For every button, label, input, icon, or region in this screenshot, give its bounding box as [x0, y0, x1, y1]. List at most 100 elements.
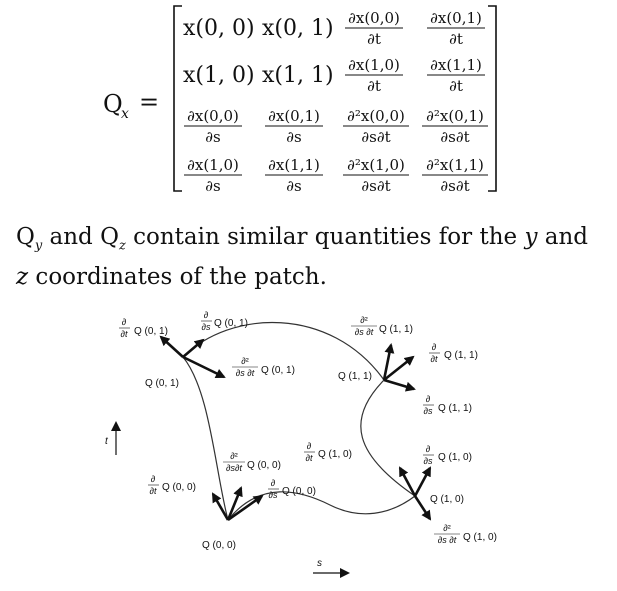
- vector-dt-q01: [159, 335, 184, 358]
- label-dsdt-q11-text: Q (1, 1): [379, 324, 413, 335]
- vector-dt-q11: [383, 355, 415, 382]
- s-axis-label: s: [317, 558, 322, 569]
- label-ds-q00-text: Q (0, 0): [282, 486, 316, 497]
- label-dsdt-q00-num: ∂²: [230, 451, 237, 461]
- cell-r1c4-den: ∂t: [449, 30, 463, 48]
- cell-r2c1: x(1, 0): [183, 63, 255, 88]
- label-dt-q10: ∂ ∂t Q (1, 0): [304, 441, 352, 463]
- vector-dt-q00: [211, 492, 230, 521]
- label-ds-q01-den: ∂s: [202, 322, 211, 332]
- label-dsdt-q01: ∂² ∂s ∂t Q (0, 1): [232, 356, 295, 378]
- cell-r1c4-num: ∂x(0,1): [430, 9, 482, 27]
- left-bracket: [173, 5, 182, 192]
- var-z: z: [16, 263, 29, 290]
- vector-ds-q00: [227, 494, 264, 522]
- and-text-2: and: [537, 224, 588, 250]
- label-ds-q01-text: Q (0, 1): [214, 318, 248, 329]
- var-y: y: [524, 224, 538, 250]
- label-dsdt-q10-den: ∂s ∂t: [438, 535, 457, 545]
- label-ds-q01-num: ∂: [204, 310, 209, 320]
- label-q00: Q (0, 0): [202, 540, 236, 551]
- label-dt-q01-text: Q (0, 1): [134, 326, 168, 337]
- vector-ds-q11: [383, 378, 416, 392]
- cell-r3c1-den: ∂s: [205, 128, 220, 146]
- cell-r4c2-num: ∂x(1,1): [268, 156, 320, 174]
- cell-r4c3: ∂²x(1,0) ∂s∂t: [343, 156, 409, 195]
- label-dsdt-q10-text: Q (1, 0): [463, 532, 497, 543]
- label-dt-q01-num: ∂: [122, 317, 127, 327]
- label-ds-q00: ∂ ∂s Q (0, 0): [268, 478, 316, 500]
- label-dsdt-q11-den: ∂s ∂t: [355, 327, 374, 337]
- label-dsdt-q00-text: Q (0, 0): [247, 460, 281, 471]
- cell-r1c2: x(0, 1): [262, 16, 334, 41]
- label-dt-q10-num: ∂: [307, 441, 312, 451]
- q-y-subscript: y: [34, 238, 43, 254]
- matrix-equation: Q x = x(0, 0) x(0, 1) ∂x(0,0) ∂t ∂x(0,1)…: [103, 5, 497, 195]
- cell-r2c3-den: ∂t: [367, 77, 381, 95]
- label-q11: Q (1, 1): [338, 371, 372, 382]
- cell-r3c3: ∂²x(0,0) ∂s∂t: [343, 107, 409, 146]
- cell-r4c4: ∂²x(1,1) ∂s∂t: [422, 156, 488, 195]
- label-dt-q01-den: ∂t: [121, 329, 128, 339]
- label-dt-q01: ∂ ∂t Q (0, 1): [119, 317, 168, 339]
- paragraph-text-2: coordinates of the patch.: [28, 263, 327, 290]
- cell-r4c3-num: ∂²x(1,0): [347, 156, 405, 174]
- cell-r4c1: ∂x(1,0) ∂s: [184, 156, 242, 195]
- vector-dsdt-q11: [382, 343, 395, 381]
- vector-ds-q10: [413, 466, 432, 497]
- label-dt-q00-den: ∂t: [150, 486, 157, 496]
- cell-r1c3-den: ∂t: [367, 30, 381, 48]
- label-q01: Q (0, 1): [145, 378, 179, 389]
- cell-r2c3: ∂x(1,0) ∂t: [345, 56, 403, 95]
- q-y-symbol: Q: [16, 224, 35, 250]
- lhs-subscript: x: [121, 106, 129, 122]
- label-dt-q10-den: ∂t: [306, 453, 313, 463]
- right-bracket: [488, 5, 497, 192]
- paragraph-text-1: contain similar quantities for the: [125, 224, 525, 250]
- cell-r2c4-den: ∂t: [449, 77, 463, 95]
- cell-r1c3-num: ∂x(0,0): [348, 9, 400, 27]
- q-z-subscript: z: [118, 238, 126, 254]
- label-ds-q11-den: ∂s: [424, 406, 433, 416]
- label-dsdt-q11: ∂² ∂s ∂t Q (1, 1): [351, 315, 413, 337]
- label-ds-q11-num: ∂: [426, 394, 431, 404]
- label-ds-q00-den: ∂s: [269, 490, 278, 500]
- equals-sign: =: [139, 88, 159, 116]
- label-dsdt-q10: ∂² ∂s ∂t Q (1, 0): [434, 523, 497, 545]
- and-text-1: and: [42, 224, 101, 250]
- cell-r1c3: ∂x(0,0) ∂t: [345, 9, 403, 48]
- label-ds-q00-num: ∂: [271, 478, 276, 488]
- vector-dsdt-q00: [226, 486, 243, 521]
- label-ds-q11-text: Q (1, 1): [438, 403, 472, 414]
- cell-r3c2: ∂x(0,1) ∂s: [265, 107, 323, 146]
- patch-bottom-edge: [227, 491, 416, 521]
- label-dsdt-q01-text: Q (0, 1): [261, 365, 295, 376]
- cell-r4c1-num: ∂x(1,0): [187, 156, 239, 174]
- cell-r4c4-den: ∂s∂t: [440, 177, 469, 195]
- label-dt-q11-den: ∂t: [431, 354, 438, 364]
- cell-r3c3-den: ∂s∂t: [361, 128, 390, 146]
- patch-left-edge: [182, 356, 229, 521]
- q-z-symbol: Q: [100, 224, 119, 250]
- cell-r4c2: ∂x(1,1) ∂s: [265, 156, 323, 195]
- cell-r3c2-den: ∂s: [286, 128, 301, 146]
- label-dt-q11-num: ∂: [432, 342, 437, 352]
- label-dsdt-q11-num: ∂²: [360, 315, 367, 325]
- patch-right-edge: [360, 379, 416, 497]
- cell-r3c3-num: ∂²x(0,0): [347, 107, 405, 125]
- body-paragraph: Qy and Qz contain similar quantities for…: [16, 222, 606, 292]
- label-dt-q00: ∂ ∂t Q (0, 0): [148, 474, 196, 496]
- cell-r4c3-den: ∂s∂t: [361, 177, 390, 195]
- label-dsdt-q00-den: ∂s∂t: [226, 463, 242, 473]
- label-dt-q10-text: Q (1, 0): [318, 449, 352, 460]
- lhs-symbol: Q: [103, 90, 123, 118]
- label-dsdt-q01-den: ∂s ∂t: [236, 368, 255, 378]
- cell-r3c1: ∂x(0,0) ∂s: [184, 107, 242, 146]
- t-axis-label: t: [105, 436, 109, 447]
- cell-r2c4-num: ∂x(1,1): [430, 56, 482, 74]
- label-dsdt-q10-num: ∂²: [443, 523, 450, 533]
- vector-dt-q10: [398, 466, 417, 497]
- cell-r3c4-num: ∂²x(0,1): [426, 107, 484, 125]
- label-dt-q11: ∂ ∂t Q (1, 1): [429, 342, 478, 364]
- label-ds-q10-den: ∂s: [424, 456, 433, 466]
